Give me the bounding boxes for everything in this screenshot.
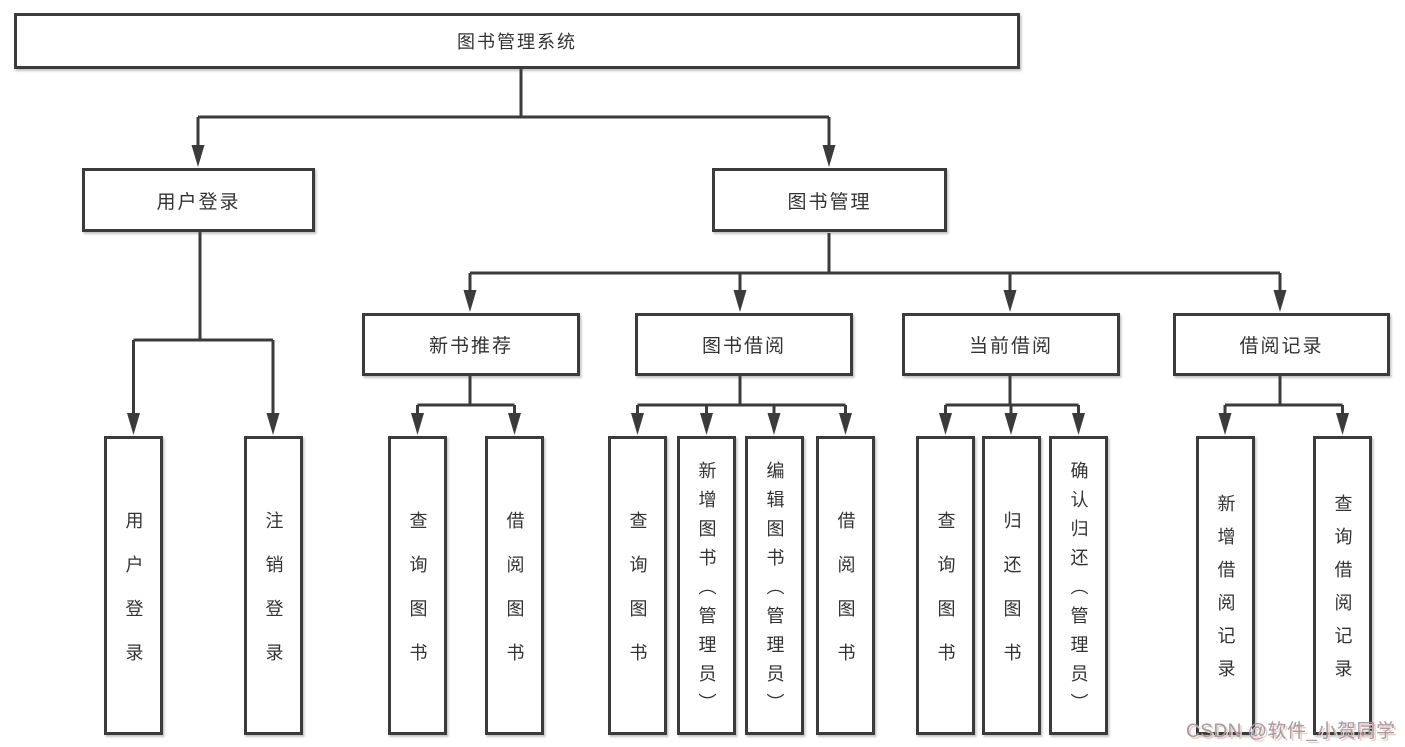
node-new-book-recommend: 新书推荐 bbox=[362, 313, 580, 376]
leaf-logout-login: 注销登录 bbox=[244, 436, 303, 735]
node-user-login-label: 用户登录 bbox=[156, 191, 241, 213]
leaf-confirm-return-admin-label: 确认归还（管理员） bbox=[1068, 460, 1089, 722]
leaf-add-borrow-record: 新增借阅记录 bbox=[1196, 436, 1255, 735]
node-book-management: 图书管理 bbox=[712, 168, 947, 232]
leaf-query-book-current: 查询图书 bbox=[916, 436, 975, 735]
leaf-return-book-label: 归还图书 bbox=[1001, 510, 1022, 687]
leaf-add-borrow-record-label: 新增借阅记录 bbox=[1215, 494, 1236, 692]
node-borrow-records-label: 借阅记录 bbox=[1239, 336, 1324, 357]
root-node-label: 图书管理系统 bbox=[457, 32, 577, 52]
node-book-management-label: 图书管理 bbox=[787, 191, 872, 213]
leaf-borrow-book-recommend-label: 借阅图书 bbox=[504, 510, 525, 687]
leaf-borrow-book-label: 借阅图书 bbox=[835, 510, 856, 687]
leaf-edit-book-admin-label: 编辑图书（管理员） bbox=[764, 460, 785, 722]
leaf-borrow-book-recommend: 借阅图书 bbox=[485, 436, 544, 735]
node-current-borrow: 当前借阅 bbox=[902, 313, 1120, 376]
root-node-system-title: 图书管理系统 bbox=[14, 13, 1020, 69]
leaf-logout-login-label: 注销登录 bbox=[263, 510, 284, 687]
csdn-watermark: CSDN @软件_小贺同学 bbox=[1186, 721, 1396, 742]
leaf-return-book: 归还图书 bbox=[982, 436, 1041, 735]
leaf-query-book-borrow-label: 查询图书 bbox=[627, 510, 648, 687]
leaf-borrow-book: 借阅图书 bbox=[816, 436, 875, 735]
leaf-edit-book-admin: 编辑图书（管理员） bbox=[745, 436, 804, 735]
node-book-borrow-label: 图书借阅 bbox=[701, 336, 786, 357]
node-book-borrow: 图书借阅 bbox=[635, 313, 853, 376]
leaf-query-book-recommend-label: 查询图书 bbox=[407, 510, 428, 687]
leaf-query-book-current-label: 查询图书 bbox=[935, 510, 956, 687]
node-borrow-records: 借阅记录 bbox=[1173, 313, 1390, 376]
arrowheads bbox=[127, 145, 1349, 435]
leaf-user-login-label: 用户登录 bbox=[123, 510, 144, 687]
node-user-login: 用户登录 bbox=[82, 168, 315, 232]
leaf-query-book-recommend: 查询图书 bbox=[388, 436, 447, 735]
leaf-confirm-return-admin: 确认归还（管理员） bbox=[1049, 436, 1108, 735]
leaf-query-borrow-record-label: 查询借阅记录 bbox=[1332, 494, 1353, 692]
leaf-add-book-admin: 新增图书（管理员） bbox=[677, 436, 736, 735]
leaf-user-login: 用户登录 bbox=[104, 436, 163, 735]
node-current-borrow-label: 当前借阅 bbox=[968, 336, 1053, 357]
node-new-book-recommend-label: 新书推荐 bbox=[428, 336, 513, 357]
leaf-query-borrow-record: 查询借阅记录 bbox=[1313, 436, 1372, 735]
leaf-add-book-admin-label: 新增图书（管理员） bbox=[696, 460, 717, 722]
leaf-query-book-borrow: 查询图书 bbox=[608, 436, 667, 735]
